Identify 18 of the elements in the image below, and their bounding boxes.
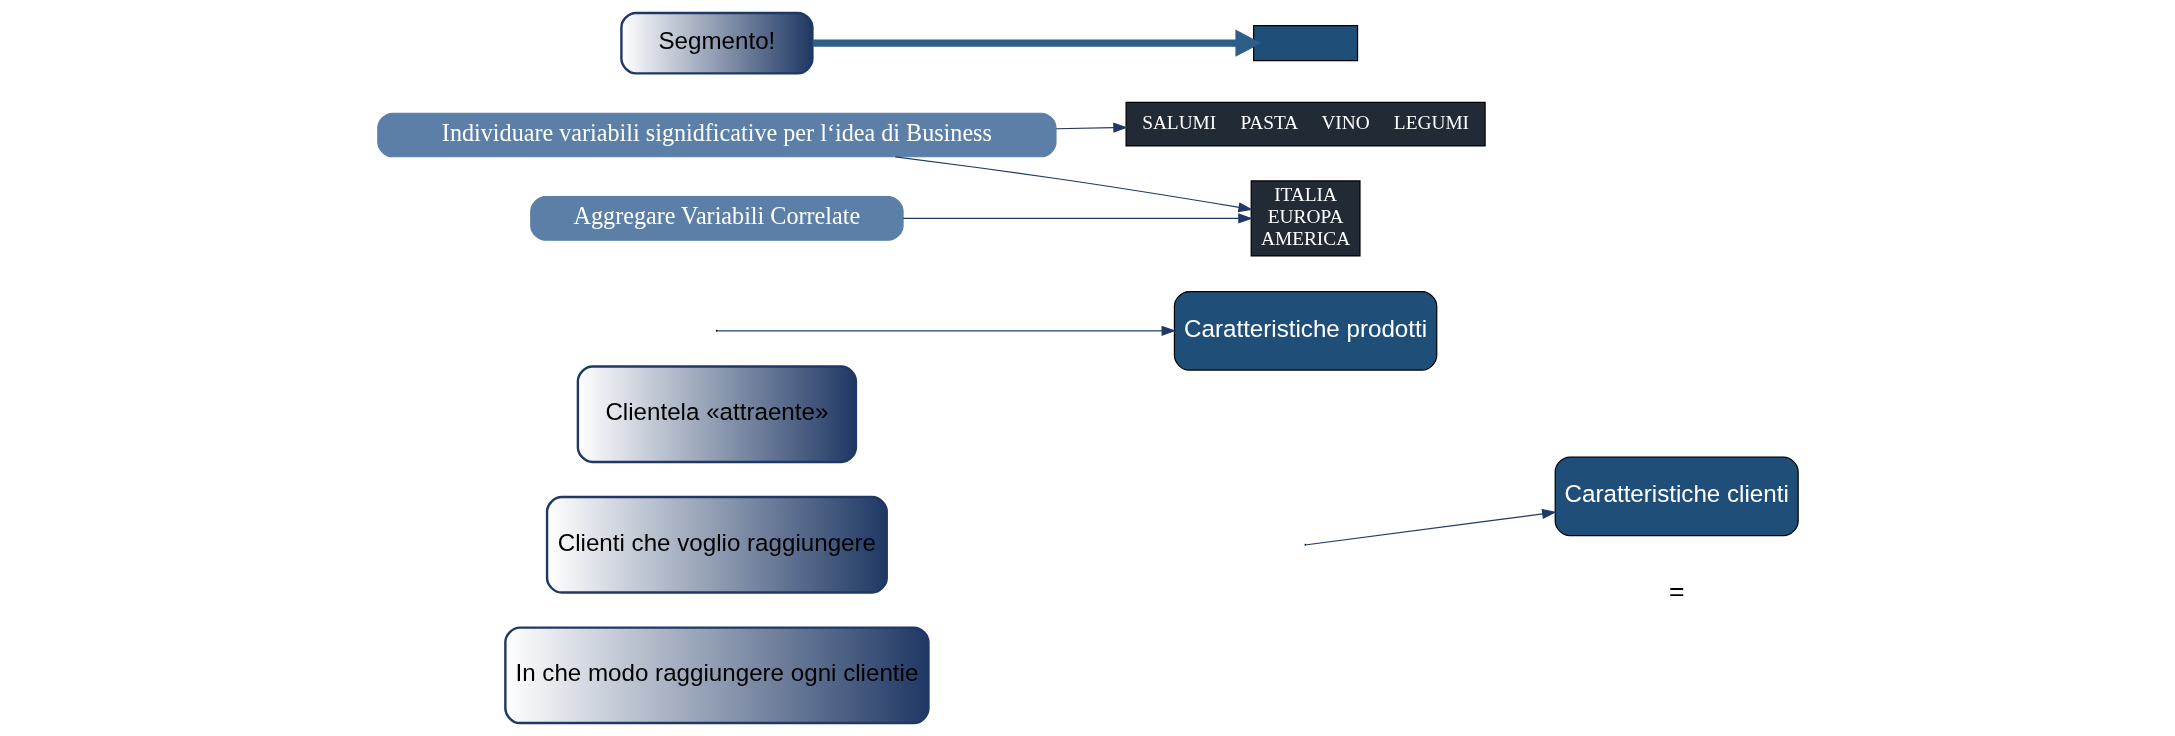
node-box: Segmento! (619, 11, 814, 75)
arrow (812, 29, 1261, 57)
node-box: ITALIA EUROPA AMERICA (1250, 180, 1361, 257)
node-box: In che modo raggiungere ogni clientie (503, 626, 930, 725)
arrow (717, 325, 1176, 336)
node-box: Individuare variabili signidficative per l‘idea di Business (376, 112, 1057, 158)
arrow (894, 156, 1253, 213)
node-box: Caratteristiche prodotti (1173, 290, 1437, 371)
arrow (1305, 508, 1557, 546)
node-box (1252, 25, 1358, 62)
node-box: Caratteristiche clienti (1554, 456, 1799, 537)
arrow (902, 213, 1253, 224)
label: = (1668, 575, 1684, 606)
arrow (1055, 122, 1128, 133)
node-box: Clientela «attraente» (576, 365, 857, 464)
node-box: Clienti che voglio raggiungere (545, 495, 888, 594)
node-box: Aggregare Variabili Correlate (529, 196, 904, 241)
node-box: SALUMI PASTA VINO LEGUMI (1124, 101, 1486, 147)
